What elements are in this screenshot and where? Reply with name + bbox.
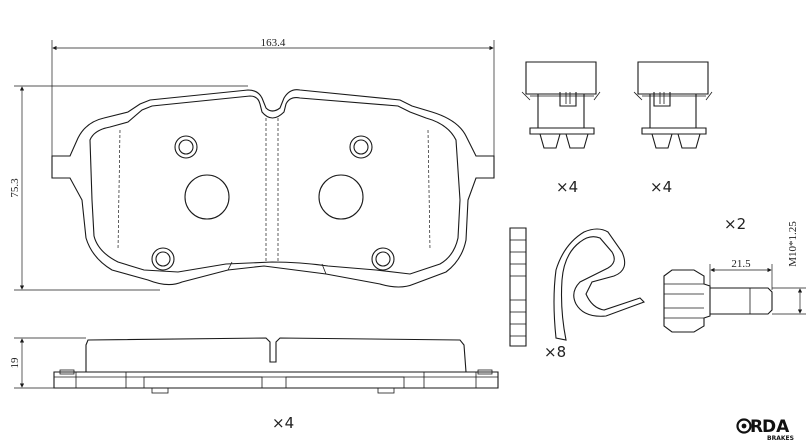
bottom-hole-left bbox=[151, 247, 175, 271]
pad-side-view bbox=[53, 337, 499, 394]
friction-material-outline bbox=[89, 95, 461, 275]
center-hole-left bbox=[184, 174, 230, 220]
bolt-thread-label: M10*1.25 bbox=[787, 221, 799, 267]
bolt-thread-dimension: M10*1.25 bbox=[772, 221, 806, 315]
pad-front-view bbox=[51, 89, 495, 288]
bolt-length-dimension: 21.5 bbox=[709, 258, 773, 290]
pad-quantity: ×4 bbox=[272, 414, 294, 432]
bolt-length-label: 21.5 bbox=[731, 258, 751, 270]
top-hole-left bbox=[174, 135, 198, 159]
clip-left bbox=[521, 61, 601, 149]
thickness-label: 19 bbox=[9, 357, 21, 369]
guide-bolt bbox=[663, 269, 773, 333]
spring-clip bbox=[509, 227, 645, 347]
backing-plate-outline bbox=[51, 89, 495, 288]
rda-brakes-logo: R DA BRAKES bbox=[736, 417, 794, 442]
height-dimension: 75.3 bbox=[9, 85, 248, 291]
bolt-quantity: ×2 bbox=[724, 215, 746, 233]
top-hole-right bbox=[349, 135, 373, 159]
spring-quantity: ×8 bbox=[544, 343, 566, 361]
brand-name: DA bbox=[762, 417, 790, 437]
clip-right-quantity: ×4 bbox=[650, 178, 672, 196]
clip-left-quantity: ×4 bbox=[556, 178, 578, 196]
width-dimension: 163.4 bbox=[51, 37, 495, 156]
height-label: 75.3 bbox=[9, 178, 21, 198]
clip-right bbox=[633, 61, 713, 149]
brand-sub: BRAKES bbox=[767, 435, 794, 442]
width-label: 163.4 bbox=[261, 37, 286, 49]
brand-glyph: R bbox=[750, 417, 763, 437]
center-hole-right bbox=[318, 174, 364, 220]
thickness-dimension: 19 bbox=[9, 337, 86, 389]
bottom-hole-right bbox=[371, 247, 395, 271]
